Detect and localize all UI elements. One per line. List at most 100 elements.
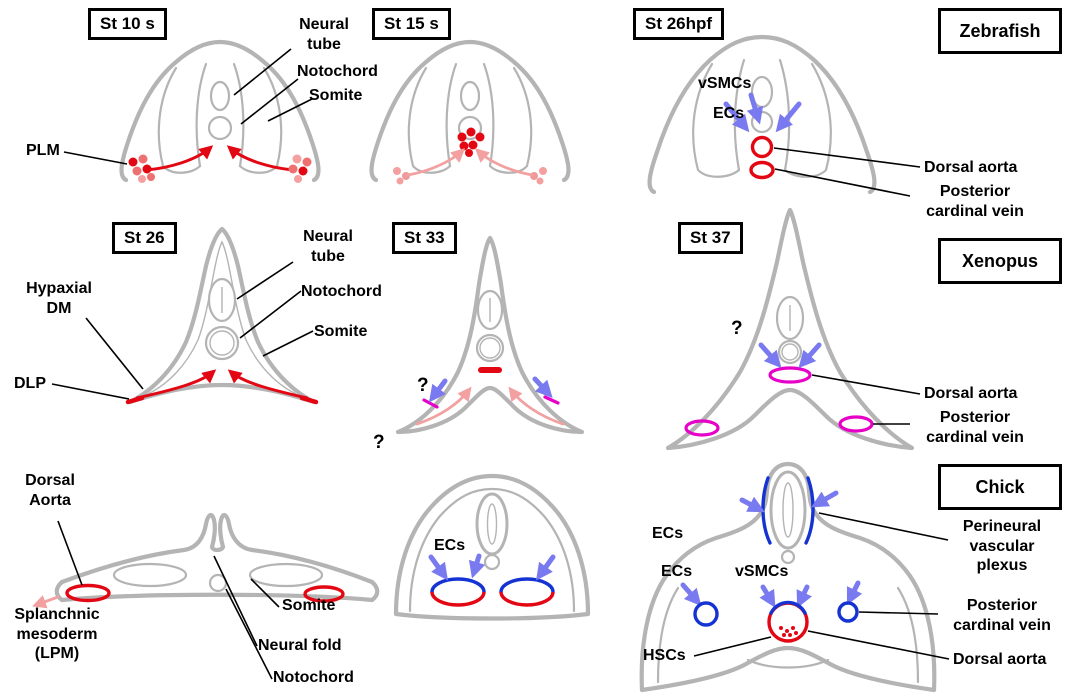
label-neural-tube-zebrafish: Neural tube <box>299 16 349 53</box>
migration-arrow-faded <box>415 386 472 426</box>
label-hypaxial-dm: Hypaxial DM <box>26 280 92 317</box>
somite-shape <box>248 562 324 588</box>
stage-box-st10s: St 10 s <box>88 8 167 40</box>
label-notochord-zebrafish: Notochord <box>297 63 378 80</box>
migration-arrow-red <box>144 145 214 172</box>
plm-cells-right <box>288 154 312 183</box>
notochord-shape <box>208 573 228 593</box>
notochord-shape <box>483 553 501 571</box>
stage-box-st33: St 33 <box>392 222 457 254</box>
migration-arrow-red <box>227 369 309 400</box>
label-somite-zebrafish: Somite <box>309 87 363 104</box>
label-dlp: DLP <box>14 375 46 392</box>
posterior-cardinal-vein-vessel <box>693 601 719 627</box>
xenopus-st26-diagram <box>125 226 319 405</box>
dlp-red-tip <box>125 395 145 405</box>
blue-recruitment-arrow <box>775 101 802 133</box>
label-hscs: HSCs <box>643 647 686 664</box>
label-plm: PLM <box>26 142 60 159</box>
blue-recruitment-arrow <box>723 101 750 133</box>
magenta-vessel-mark <box>422 398 439 409</box>
label-perineural-vascular-plexus: Perineural vascular plexus <box>962 518 1042 575</box>
label-posterior-cardinal-vein-chick: Posterior cardinal vein <box>953 597 1051 634</box>
label-splanchnic-mesoderm-lpm: Splanchnic mesoderm (LPM) <box>14 606 100 663</box>
neural-tube-shape <box>475 492 509 556</box>
blue-recruitment-arrow <box>428 554 448 581</box>
hsc-cells <box>779 626 798 637</box>
migration-arrow-red <box>135 369 217 400</box>
neural-tube-shape <box>769 470 807 550</box>
dorsal-aorta-ec-lining <box>499 577 555 594</box>
label-vsmcs-chick: vSMCs <box>735 563 789 580</box>
species-box-chick: Chick <box>938 464 1062 510</box>
species-box-zebrafish: Zebrafish <box>938 8 1062 54</box>
label-neural-fold: Neural fold <box>258 637 342 654</box>
blue-recruitment-arrow <box>746 92 764 125</box>
label-dorsal-aorta-chick: Dorsal aorta <box>953 651 1047 668</box>
blue-recruitment-arrow <box>759 584 776 608</box>
blue-recruitment-arrow <box>680 582 702 607</box>
blue-recruitment-arrow <box>758 342 782 369</box>
blue-recruitment-arrow <box>796 584 813 609</box>
notochord-shape <box>780 549 796 565</box>
magenta-vessel-mark <box>543 395 560 405</box>
label-somite-xenopus: Somite <box>314 323 368 340</box>
blue-recruitment-arrow <box>428 378 448 403</box>
blue-recruitment-arrow <box>468 553 486 579</box>
dorsal-aorta-ec-lining <box>769 600 807 615</box>
dorsal-aorta-primordium <box>478 367 502 373</box>
label-vsmcs-zebrafish: vSMCs <box>698 75 752 92</box>
label-ecs-chick-vein: ECs <box>661 563 693 580</box>
blue-recruitment-arrow <box>798 342 822 369</box>
stage-box-st26: St 26 <box>112 222 177 254</box>
plm-cells-left <box>128 154 155 183</box>
blue-recruitment-arrow <box>811 490 839 508</box>
blue-recruitment-arrow <box>739 496 766 513</box>
notochord-shape <box>204 325 240 361</box>
stage-box-st37: St 37 <box>678 222 743 254</box>
zebrafish-st15s-diagram <box>369 39 571 185</box>
notochord-shape <box>207 115 233 141</box>
label-notochord-xenopus: Notochord <box>301 283 382 300</box>
label-ecs-chick-plexus: ECs <box>652 525 684 542</box>
migration-arrow-faded <box>474 148 534 177</box>
label-posterior-cardinal-vein-zebrafish: Posterior cardinal vein <box>926 183 1024 220</box>
migration-arrow-faded <box>32 595 60 609</box>
question-mark-st37: ? <box>731 318 743 339</box>
label-posterior-cardinal-vein-xenopus: Posterior cardinal vein <box>926 409 1024 446</box>
question-mark-st33-upper: ? <box>417 375 429 396</box>
label-ecs-chick-mid: ECs <box>434 537 466 554</box>
dorsal-aorta-vessel <box>750 135 774 159</box>
xenopus-st33-diagram <box>395 235 585 435</box>
posterior-cardinal-vein-vessel <box>684 419 720 437</box>
dorsal-aorta-vessel <box>499 591 555 607</box>
posterior-cardinal-vein-vessel <box>837 601 859 623</box>
blue-recruitment-arrow <box>846 580 863 606</box>
label-dorsal-aorta-xenopus: Dorsal aorta <box>924 385 1018 402</box>
label-notochord-chick: Notochord <box>273 669 354 686</box>
perineural-vascular-plexus-shape <box>804 476 815 545</box>
notochord-shape <box>457 115 483 141</box>
chick-early-diagram <box>32 513 380 609</box>
somite-shape <box>112 562 188 588</box>
chick-mid-diagram <box>393 473 591 621</box>
dorsal-aorta-vessel <box>768 366 812 384</box>
label-ecs-zebrafish: ECs <box>713 105 745 122</box>
label-somite-chick: Somite <box>282 597 336 614</box>
question-mark-st33-lower: ? <box>373 432 385 453</box>
neural-tube-shape <box>476 289 504 331</box>
zebrafish-st10s-diagram <box>119 39 321 183</box>
xenopus-st37-diagram <box>665 207 915 451</box>
dorsal-aorta-ec-lining <box>430 577 486 594</box>
migration-arrow-faded <box>508 386 565 426</box>
posterior-cardinal-vein-vessel <box>838 415 874 433</box>
stage-box-st26hpf: St 26hpf <box>633 8 725 40</box>
neural-tube-shape <box>775 295 805 341</box>
dlp-red-tip <box>299 395 319 405</box>
zebrafish-st26hpf-diagram <box>647 34 877 195</box>
chick-late-diagram <box>639 461 937 692</box>
label-dorsal-aorta-chick-early: Dorsal Aorta <box>25 472 75 509</box>
blue-recruitment-arrow <box>536 554 556 581</box>
